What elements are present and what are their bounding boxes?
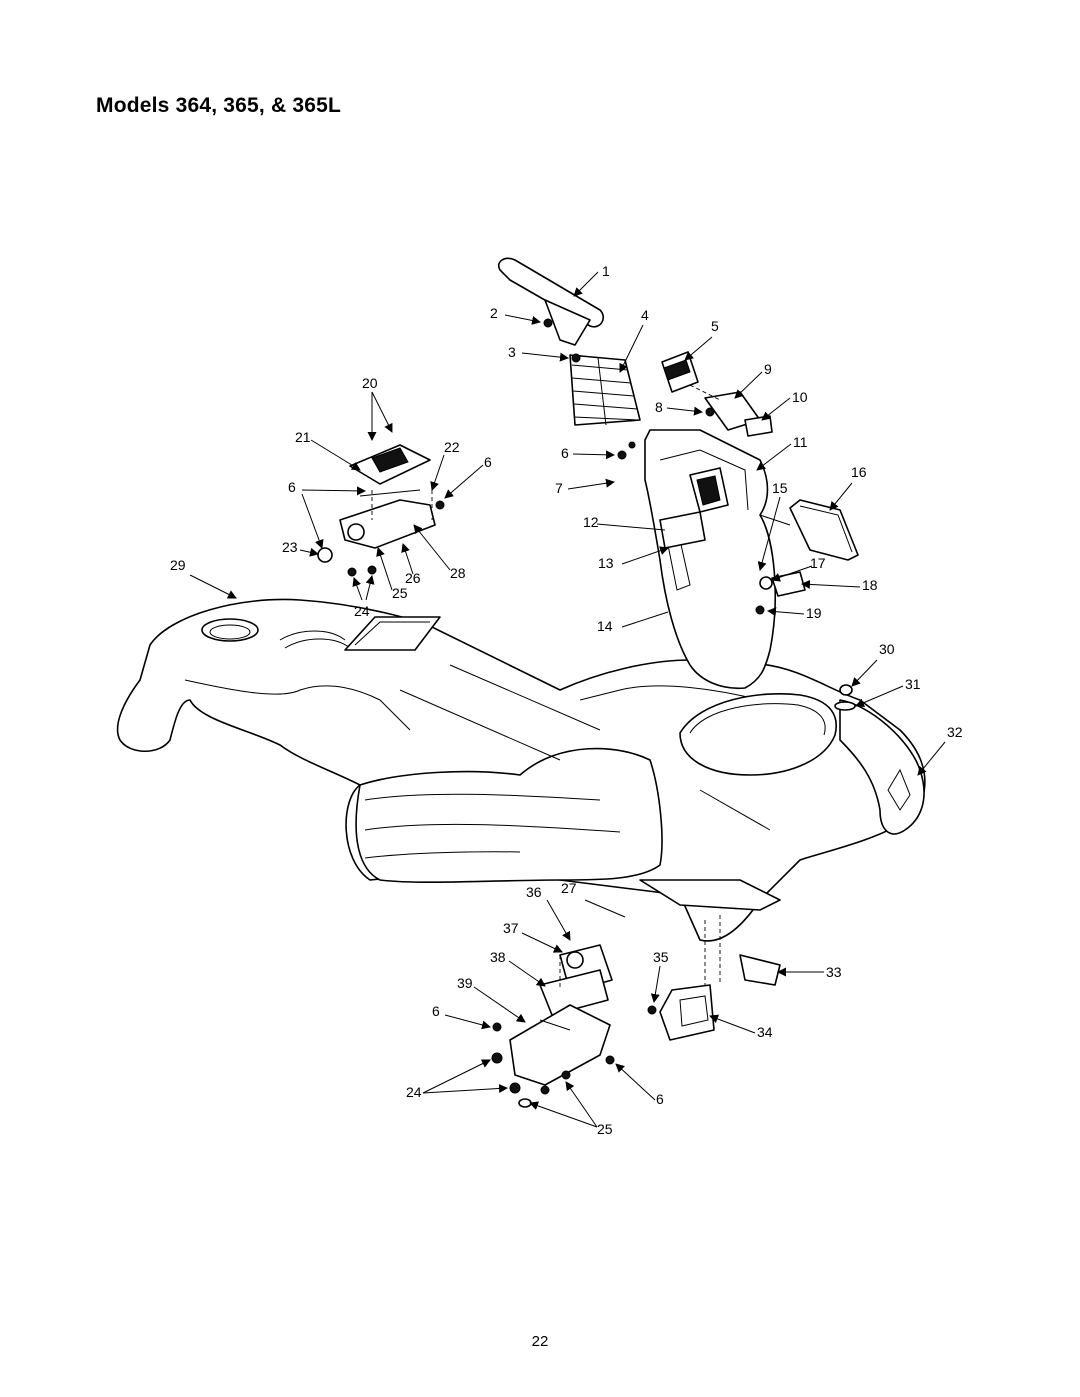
callout-6e: 6	[656, 1091, 664, 1107]
page-number: 22	[531, 1333, 549, 1350]
seat-pad	[789, 499, 859, 561]
callout-31: 31	[905, 676, 921, 692]
callout-13: 13	[598, 555, 614, 571]
callout-14: 14	[597, 618, 613, 634]
callout-19: 19	[806, 605, 822, 621]
callout-24a: 24	[354, 603, 370, 619]
callout-5: 5	[711, 318, 719, 334]
callout-12: 12	[583, 514, 599, 530]
callout-24b: 24	[406, 1084, 422, 1100]
callout-17: 17	[810, 555, 826, 571]
callout-37: 37	[503, 920, 519, 936]
left-console-bracket	[317, 444, 445, 577]
callout-21: 21	[295, 429, 311, 445]
callout-4: 4	[641, 307, 649, 323]
callout-labels: 1 2 3 4 5 6 7 8 9 10 11 12 13 14 15 16 1…	[170, 263, 963, 1137]
callout-26: 26	[405, 570, 421, 586]
callout-1: 1	[602, 263, 610, 279]
callout-35: 35	[653, 949, 669, 965]
leader-lines	[189, 271, 946, 1128]
callout-33: 33	[826, 964, 842, 980]
knob-bracket	[661, 351, 773, 437]
callout-29: 29	[170, 557, 186, 573]
callout-36: 36	[526, 884, 542, 900]
callout-7: 7	[555, 480, 563, 496]
callout-6d: 6	[432, 1003, 440, 1019]
rear-bracket	[647, 915, 781, 1041]
callout-6b: 6	[484, 454, 492, 470]
callout-6a: 6	[561, 445, 569, 461]
callout-30: 30	[879, 641, 895, 657]
callout-25a: 25	[392, 585, 408, 601]
console-tower	[644, 429, 791, 690]
lift-handle	[497, 257, 641, 426]
callout-6c: 6	[288, 479, 296, 495]
callout-11: 11	[793, 434, 808, 450]
switch-bracket	[491, 944, 615, 1108]
callout-22: 22	[444, 439, 460, 455]
callout-9: 9	[764, 361, 772, 377]
callout-25b: 25	[597, 1121, 613, 1137]
fender-deck-body	[116, 598, 926, 942]
callout-2: 2	[490, 305, 498, 321]
callout-27: 27	[561, 880, 577, 896]
callout-38: 38	[490, 949, 506, 965]
callout-32: 32	[947, 724, 963, 740]
callout-8: 8	[655, 399, 663, 415]
callout-28: 28	[450, 565, 466, 581]
callout-39: 39	[457, 975, 473, 991]
callout-15: 15	[772, 480, 788, 496]
callout-3: 3	[508, 344, 516, 360]
callout-23: 23	[282, 539, 298, 555]
callout-18: 18	[862, 577, 878, 593]
callout-34: 34	[757, 1024, 773, 1040]
callout-16: 16	[851, 464, 867, 480]
callout-20: 20	[362, 375, 378, 391]
page-title: Models 364, 365, & 365L	[96, 94, 342, 117]
callout-10: 10	[792, 389, 808, 405]
